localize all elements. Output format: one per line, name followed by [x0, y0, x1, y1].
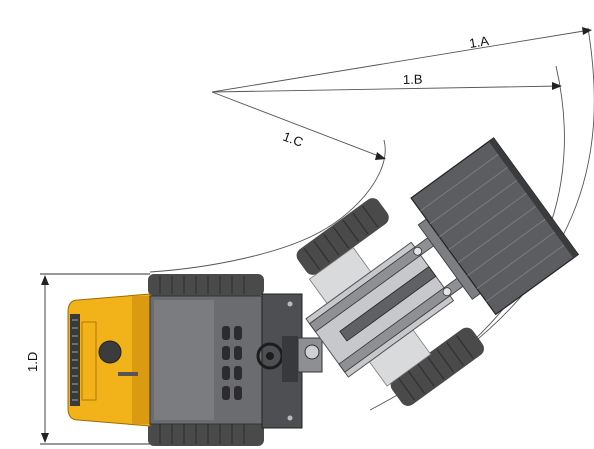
- dim-label-1a: 1.A: [468, 33, 490, 51]
- arrowhead-1b: [552, 82, 562, 90]
- rear-frame: [67, 274, 303, 446]
- ray-1b: [211, 85, 561, 93]
- hood-badge: [118, 372, 138, 376]
- bolt-1: [287, 301, 293, 307]
- ray-1a: [211, 29, 591, 93]
- arrow-heads: [375, 27, 592, 160]
- bolt-2: [287, 415, 293, 421]
- hood-shade: [132, 296, 150, 424]
- front-tire-tread: [303, 205, 474, 401]
- arm-pin-left: [413, 246, 423, 256]
- rear-tire-top: [148, 274, 264, 296]
- dim-1d-arrow-bottom: [41, 433, 49, 443]
- front-tire-left: [296, 198, 389, 275]
- vent-slots: [222, 326, 242, 400]
- dim-1d-arrow-top: [41, 275, 49, 285]
- front-frame: [296, 137, 580, 406]
- hydraulic-cylinder: [339, 266, 437, 342]
- exhaust-cap: [98, 340, 122, 364]
- bucket-ribs: [420, 150, 570, 302]
- rear-tire-tread: [159, 276, 245, 444]
- arm-pin-right: [442, 287, 452, 297]
- dimension-1d: [40, 273, 150, 445]
- arc-1c: [149, 139, 386, 273]
- ray-1c: [211, 91, 385, 159]
- articulation-joint: [297, 337, 323, 373]
- arrowhead-1a: [582, 27, 592, 35]
- dim-label-1c: 1.C: [281, 129, 305, 150]
- arrowhead-1c: [375, 152, 386, 160]
- rear-tire-bottom: [148, 422, 264, 446]
- control-lever-block: [282, 336, 298, 382]
- deck-plate: [154, 300, 214, 420]
- front-tire-right: [390, 327, 484, 406]
- grille-slots: [72, 319, 78, 401]
- pivot-pin: [304, 344, 320, 360]
- dim-1d-arrows: [41, 275, 49, 443]
- dim-label-1b: 1.B: [403, 72, 423, 87]
- dim-label-1d: 1.D: [25, 352, 40, 372]
- bucket-cutting-edge: [488, 138, 579, 259]
- hood-panel-outline: [81, 321, 97, 401]
- steering-hub: [266, 352, 274, 360]
